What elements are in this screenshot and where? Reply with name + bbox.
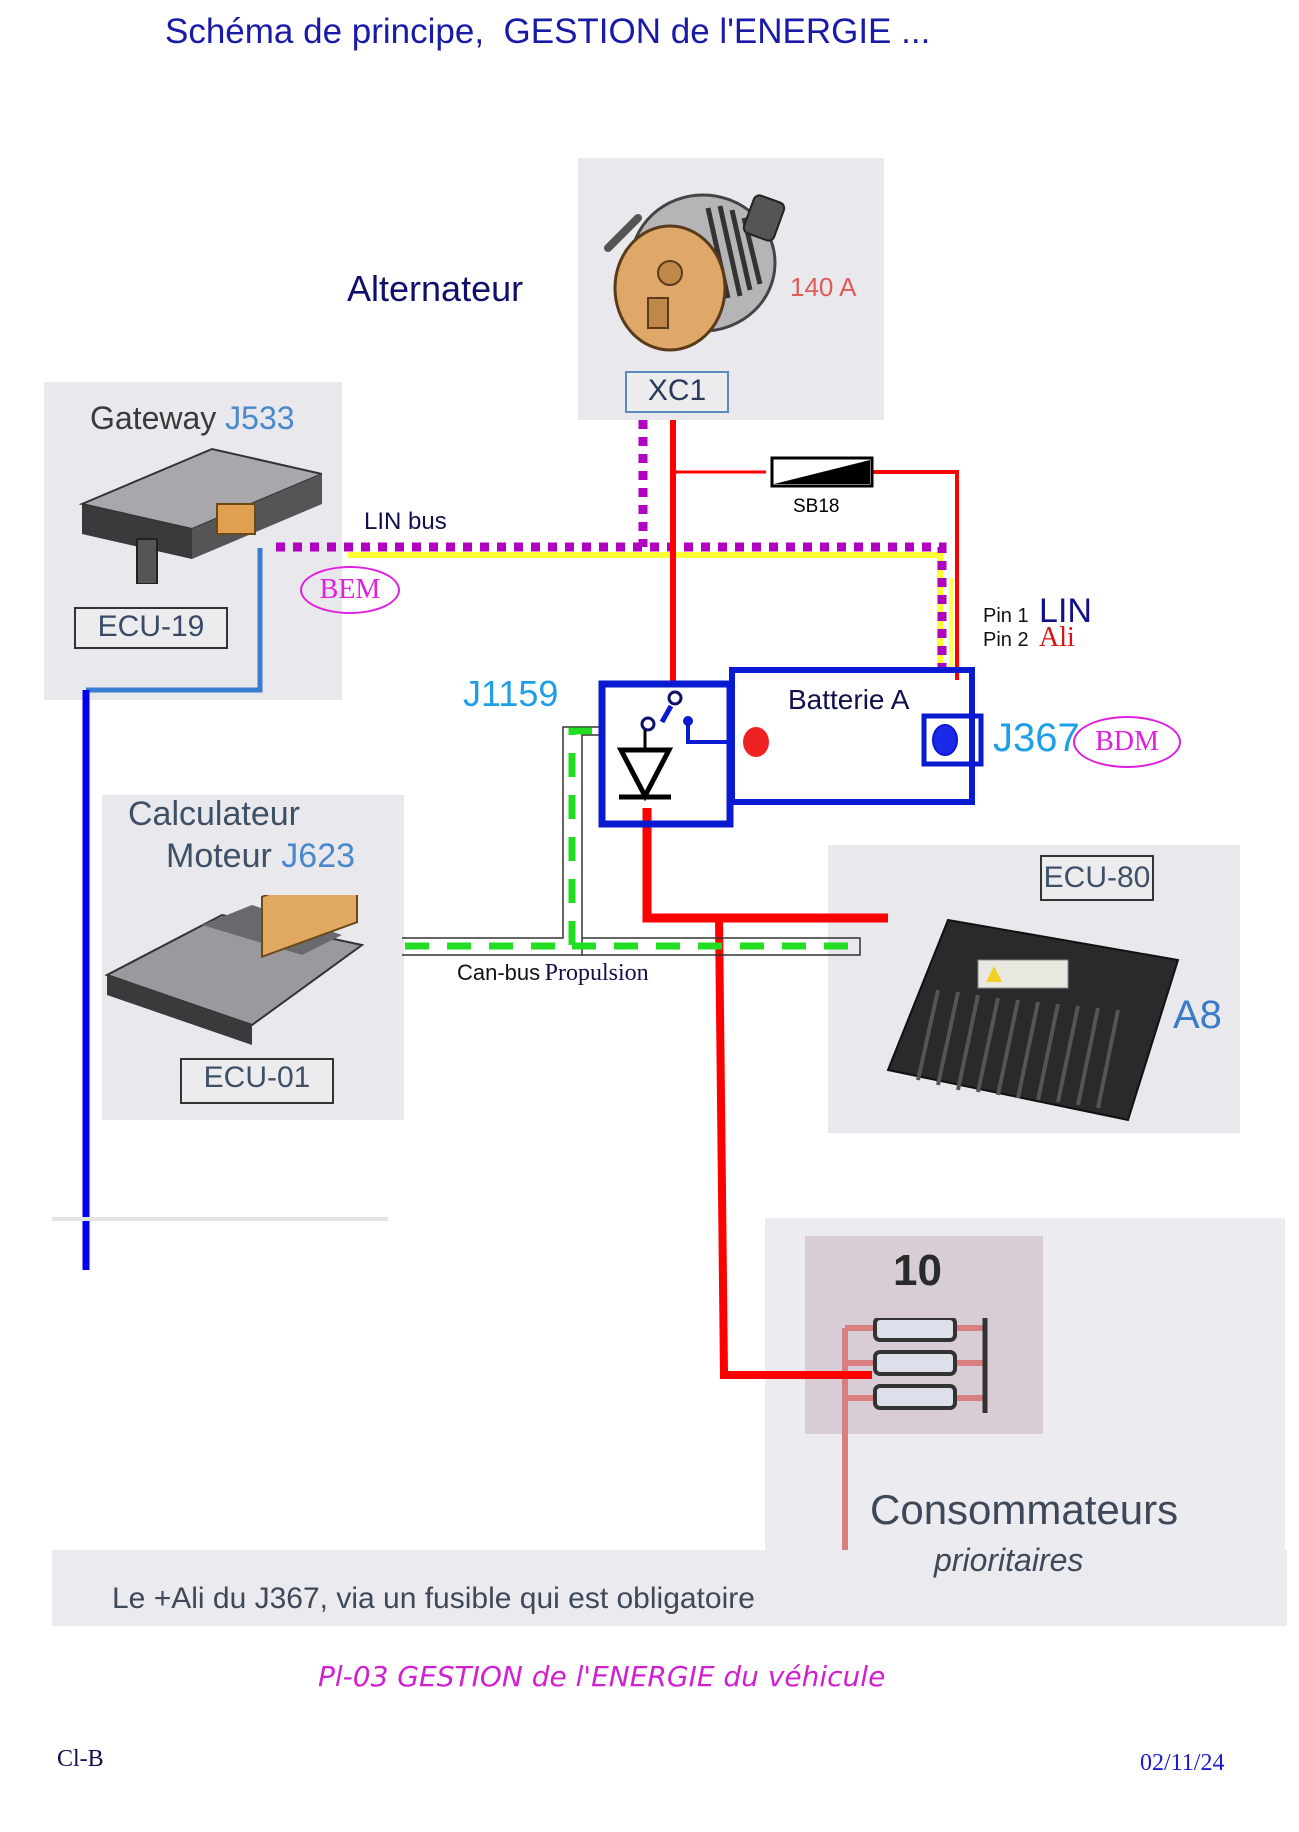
alternator-panel: 140 A XC1 xyxy=(578,158,884,420)
alternator-connector-label: XC1 xyxy=(625,371,729,413)
fuse-wire-right xyxy=(872,470,959,680)
battery-label: Batterie A xyxy=(788,684,910,715)
engine-ecu-title-line2: Moteur J623 xyxy=(166,837,355,876)
can-bus-label-part2: Propulsion xyxy=(544,960,649,986)
supply-wire-yellow xyxy=(348,552,943,668)
gateway-function-badge: BEM xyxy=(300,566,400,614)
gateway-ecu-label: ECU-19 xyxy=(74,607,228,649)
fuse-sb18-icon xyxy=(770,456,874,488)
diode-icon xyxy=(616,730,674,802)
pin-row: Pin 1 LIN xyxy=(983,592,1092,630)
can-bus-wire xyxy=(402,726,861,956)
engine-ecu-ecu-label: ECU-01 xyxy=(180,1058,334,1104)
battery-switch-box xyxy=(598,680,734,828)
alternator-icon xyxy=(604,193,786,352)
plate-caption: Pl-03 GESTION de l'ENERGIE du véhicule xyxy=(318,1660,886,1693)
dcdc-ecu-label: ECU-80 xyxy=(1040,855,1154,901)
fuse-label: SB18 xyxy=(793,496,840,517)
dcdc-panel: ECU-80 A8 xyxy=(828,845,1240,1133)
note-strip: prioritaires Le +Ali du J367, via un fus… xyxy=(52,1542,1287,1626)
footer-author: Cl-B xyxy=(57,1746,104,1772)
alternator-rating: 140 A xyxy=(790,272,857,302)
consumers-panel: 10 Consommateurs xyxy=(765,1218,1285,1560)
pin-row: Pin 2 Ali xyxy=(983,622,1092,653)
battery-sensor-box xyxy=(921,713,984,767)
pin-signal: Ali xyxy=(1039,622,1075,653)
dcdc-ref: A8 xyxy=(1173,993,1222,1037)
switch-icon xyxy=(640,690,735,744)
gateway-ref: J533 xyxy=(225,400,295,436)
gateway-name: Gateway xyxy=(90,400,217,436)
consumers-load-icon xyxy=(842,1318,988,1558)
pin-number: Pin 2 xyxy=(983,629,1029,651)
dcdc-module-icon xyxy=(886,918,1180,1122)
gateway-title: Gateway J533 xyxy=(90,400,295,437)
pin-list: Pin 1 LIN Pin 2 Ali xyxy=(983,592,1092,653)
engine-ecu-module-icon xyxy=(104,895,365,1045)
consumers-count: 10 xyxy=(893,1246,942,1295)
battery-sensor-function-badge: BDM xyxy=(1073,716,1181,768)
gateway-module-icon xyxy=(78,447,322,584)
engine-ecu-name-line2: Moteur xyxy=(166,837,272,875)
footer-date: 02/11/24 xyxy=(1140,1750,1225,1776)
engine-ecu-ref: J623 xyxy=(281,837,356,875)
can-bus-label-part1: Can-bus xyxy=(457,960,541,985)
battery-sensor-terminal-icon xyxy=(932,724,958,756)
gateway-panel: Gateway J533 ECU-19 xyxy=(44,382,342,700)
page-title: Schéma de principe, GESTION de l'ENERGIE… xyxy=(165,12,931,51)
battery-sensor-ref: J367 xyxy=(993,716,1080,760)
pin-signal: LIN xyxy=(1039,592,1092,630)
battery-positive-terminal-icon xyxy=(743,727,769,757)
battery-switch-ref: J1159 xyxy=(463,673,559,714)
pin-number: Pin 1 xyxy=(983,605,1029,627)
engine-ecu-name-line1: Calculateur xyxy=(128,795,300,833)
can-bus-label: Can-bus Propulsion xyxy=(457,960,649,987)
lin-bus-label: LIN bus xyxy=(364,508,447,535)
engine-ecu-panel: Calculateur Moteur J623 ECU-01 xyxy=(102,795,404,1120)
consumers-label: Consommateurs xyxy=(870,1486,1179,1533)
consumers-sublabel: prioritaires xyxy=(934,1542,1084,1578)
alternator-label: Alternateur xyxy=(347,268,524,309)
note-text: Le +Ali du J367, via un fusible qui est … xyxy=(112,1582,755,1615)
